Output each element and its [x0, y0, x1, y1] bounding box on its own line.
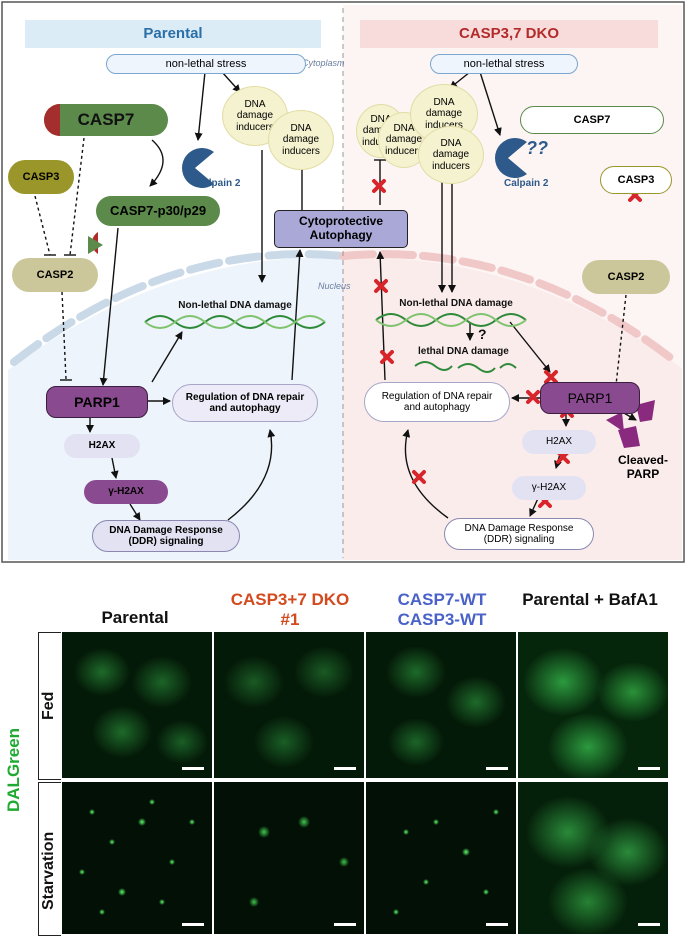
nonlethal-dna-label-right: Non-lethal DNA damage [399, 298, 513, 309]
h2ax-node-right: H2AX [522, 430, 596, 454]
micrograph-fed-parental [62, 632, 212, 778]
gamma-h2ax-node-right: γ-H2AX [512, 476, 586, 500]
nonlethal-dna-label-left: Non-lethal DNA damage [178, 300, 292, 311]
micrograph-fed-dko [214, 632, 364, 778]
dna-inducer-bubble-left-1: DNA damage inducers [222, 86, 288, 146]
casp2-node-right: CASP2 [582, 260, 670, 294]
dna-helix-right [375, 313, 527, 327]
nuclear-membrane-right [339, 250, 680, 366]
casp7-cleaved-node: CASP7-p30/p29 [96, 196, 220, 226]
dna-inducer-bubble-left-2: DNA damage inducers [268, 110, 334, 170]
scale-bar [486, 767, 508, 770]
casp3-node-left: CASP3 [8, 160, 74, 194]
ddr-node-right: DNA Damage Response (DDR) signaling [444, 518, 594, 550]
calpain-label-right: Calpain 2 [504, 178, 549, 189]
regulation-node-left: Regulation of DNA repair and autophagy [172, 384, 318, 422]
cleaved-parp-fragments [606, 400, 655, 448]
casp7-node-right: CASP7 [520, 106, 664, 134]
micrograph-starvation-dko [214, 782, 364, 934]
scale-bar [638, 923, 660, 926]
calpain-shape-left [181, 148, 214, 188]
micrograph-starvation-bafa1 [518, 782, 668, 934]
micrograph-fed-wt [366, 632, 516, 778]
col-header-bafa1: Parental + BafA1 [522, 590, 658, 609]
stain-label: DALGreen [4, 727, 23, 812]
scale-bar [334, 767, 356, 770]
parp1-node-left: PARP1 [46, 386, 148, 418]
calpain-question-marks: ?? [526, 138, 548, 158]
cytoplasm-label: Cytoplasm [302, 58, 345, 68]
lethal-dna-label: lethal DNA damage [418, 346, 509, 357]
gamma-h2ax-node-left: γ-H2AX [84, 480, 168, 504]
row-label-fed: Fed [40, 691, 57, 720]
scale-bar [638, 767, 660, 770]
col-header-dko: CASP3+7 DKO #1 [230, 590, 350, 629]
dna-helix-left [144, 315, 326, 329]
regulation-node-right: Regulation of DNA repair and autophagy [364, 382, 510, 422]
cleaved-parp-label: Cleaved-PARP [617, 453, 669, 481]
calpain-label-left: Calpain 2 [196, 178, 241, 189]
row-label-box-fed [38, 632, 61, 780]
autophagy-node-left: Cytoprotective Autophagy [274, 210, 408, 248]
micrograph-starvation-wt [366, 782, 516, 934]
broken-dna-fragments [414, 361, 517, 373]
scale-bar [182, 923, 204, 926]
row-label-box-starvation [38, 782, 61, 936]
casp7-label: CASP7 [77, 110, 135, 130]
col-header-wt: CASP7-WT CASP3-WT [397, 590, 487, 629]
scale-bar [182, 767, 204, 770]
casp3-node-right: CASP3 [600, 166, 672, 194]
stress-node-right: non-lethal stress [430, 54, 578, 74]
col-header-parental: Parental [101, 608, 169, 627]
casp7-node: CASP7 [44, 104, 168, 136]
micrograph-starvation-parental [62, 782, 212, 934]
row-label-starvation: Starvation [40, 831, 57, 910]
parp1-node-right: PARP1 [540, 382, 640, 414]
nucleus-right [343, 257, 682, 560]
calpain-shape-right [495, 138, 527, 178]
scale-bar [486, 923, 508, 926]
stress-node-left: non-lethal stress [106, 54, 306, 74]
parental-header: Parental [25, 20, 321, 48]
casp2-node-left: CASP2 [12, 258, 98, 292]
nucleus-label: Nucleus [318, 281, 351, 291]
micrograph-fed-bafa1 [518, 632, 668, 778]
h2ax-node-left: H2AX [64, 434, 140, 458]
dna-question-mark: ? [478, 326, 487, 342]
dna-inducer-bubble-right-4: DNA damage inducers [418, 126, 484, 184]
dko-header: CASP3,7 DKO [360, 20, 658, 48]
scale-bar [334, 923, 356, 926]
ddr-node-left: DNA Damage Response (DDR) signaling [92, 520, 240, 552]
